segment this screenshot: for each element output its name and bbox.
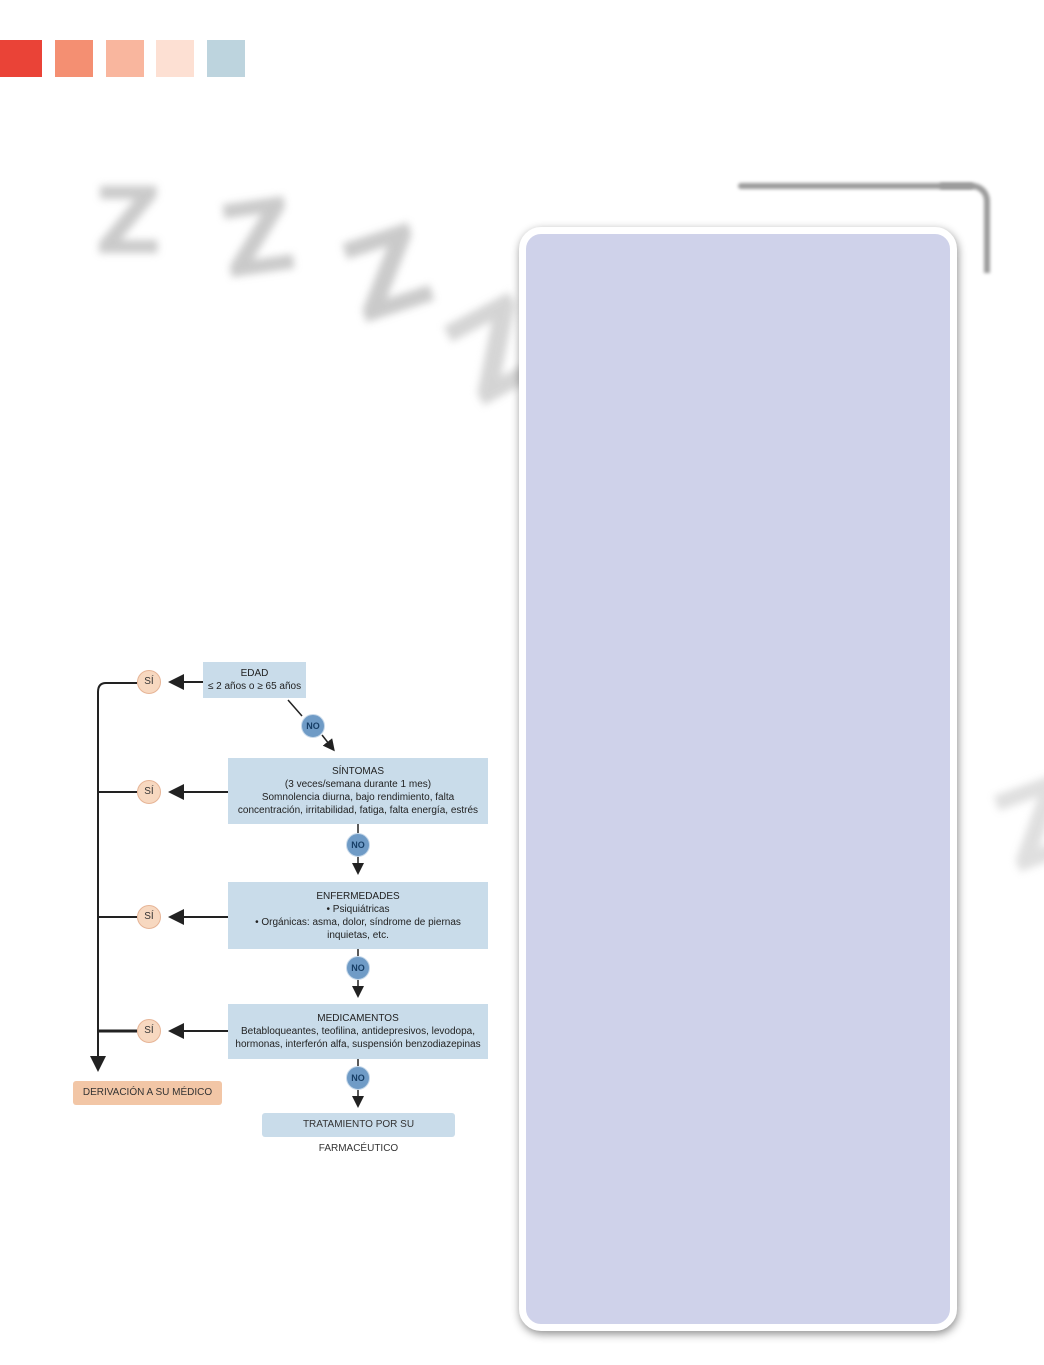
enfermedades-line: • Orgánicas: asma, dolor, síndrome de pi…: [255, 916, 461, 928]
color-swatch-peach: [106, 40, 144, 77]
color-swatch-salmon: [55, 40, 93, 77]
enfermedades-title: ENFERMEDADES: [316, 890, 400, 902]
info-panel: [519, 227, 957, 1331]
enfermedades-box: ENFERMEDADES • Psiquiátricas • Orgánicas…: [228, 882, 488, 949]
no-connector: [287, 699, 303, 717]
enfermedades-line: inquietas, etc.: [327, 929, 389, 941]
color-swatch-light-peach: [156, 40, 194, 77]
panel-shadow-corner: [940, 183, 990, 273]
no-badge: NO: [346, 833, 370, 857]
yes-badge: SÍ: [137, 1019, 161, 1043]
medicamentos-line: Betabloqueantes, teofilina, antidepresiv…: [240, 1026, 476, 1037]
spine-line: [90, 682, 137, 1072]
sintomas-line: concentración, irritabilidad, fatiga, fa…: [237, 805, 479, 816]
sintomas-title: SÍNTOMAS: [331, 766, 385, 777]
edad-title: EDAD: [240, 668, 269, 679]
no-badge: NO: [301, 714, 325, 738]
sintomas-box: SÍNTOMAS (3 veces/semana durante 1 mes) …: [228, 758, 488, 824]
derivacion-box: DERIVACIÓN A SU MÉDICO: [73, 1081, 222, 1105]
sintomas-line: (3 veces/semana durante 1 mes): [284, 779, 432, 790]
sintomas-line: Somnolencia diurna, bajo rendimiento, fa…: [261, 792, 455, 803]
medicamentos-title: MEDICAMENTOS: [317, 1013, 399, 1024]
edad-box: EDAD ≤ 2 años o ≥ 65 años: [203, 662, 306, 698]
yes-badge: SÍ: [137, 780, 161, 804]
no-arrow: [321, 734, 335, 752]
sleep-z-letter: Z: [95, 168, 162, 275]
color-swatch-red: [0, 40, 42, 77]
tratamiento-box: TRATAMIENTO POR SU FARMACÉUTICO: [262, 1113, 455, 1154]
color-swatch-blue-gray: [207, 40, 245, 77]
panel-shadow-line: [738, 183, 974, 189]
no-badge: NO: [346, 1066, 370, 1090]
yes-badge: SÍ: [137, 670, 161, 694]
no-badge: NO: [346, 956, 370, 980]
edad-line: ≤ 2 años o ≥ 65 años: [207, 681, 302, 692]
yes-badge: SÍ: [137, 905, 161, 929]
medicamentos-line: hormonas, interferón alfa, suspensión be…: [235, 1039, 481, 1050]
enfermedades-line: • Psiquiátricas: [326, 903, 390, 915]
medicamentos-box: MEDICAMENTOS Betabloqueantes, teofilina,…: [228, 1004, 488, 1059]
